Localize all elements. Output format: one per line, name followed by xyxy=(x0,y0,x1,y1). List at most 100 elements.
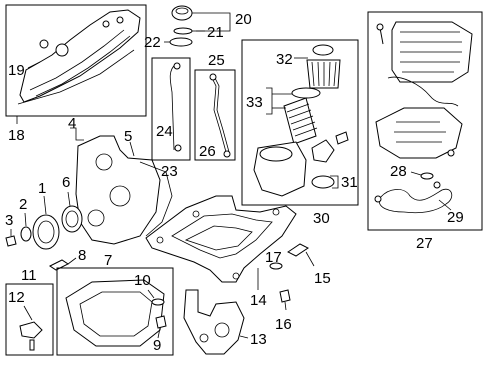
leader-29 xyxy=(438,199,452,211)
cover-boss xyxy=(109,185,131,207)
callout-15: 15 xyxy=(314,270,331,287)
callout-2: 2 xyxy=(19,196,27,213)
timing-cover xyxy=(75,135,161,245)
valve-cover-gasket xyxy=(17,49,135,105)
crank-seal-inner xyxy=(65,210,79,228)
cooler-bolt xyxy=(379,27,384,45)
drain-plug xyxy=(279,289,291,303)
cooler-fins xyxy=(400,31,462,73)
pan-seal-ring xyxy=(151,298,165,306)
filter-cap-top xyxy=(312,44,334,56)
filter-cap xyxy=(306,59,341,89)
callout-18: 18 xyxy=(8,127,25,144)
pulley-bolt xyxy=(5,235,17,247)
callout-30: 30 xyxy=(313,210,330,227)
callout-25: 25 xyxy=(208,52,225,69)
pump-bolt-hole xyxy=(199,333,209,343)
callout-10: 10 xyxy=(134,272,151,289)
valve-cover-frame xyxy=(5,4,147,117)
oil-pump-group: 13 xyxy=(183,289,267,355)
callout-21: 21 xyxy=(207,24,224,41)
part-8-group: 8 xyxy=(49,247,86,271)
tube-bolt xyxy=(223,150,231,158)
pan-well xyxy=(184,225,253,251)
lower-pan-frame xyxy=(56,267,174,356)
crank-pulley xyxy=(32,214,60,250)
pan-bolt-hole xyxy=(156,236,164,244)
tube-frame xyxy=(194,69,236,161)
callout-17: 17 xyxy=(265,249,282,266)
crank-seal xyxy=(61,205,83,233)
cooler-base xyxy=(375,107,463,159)
drain-clip xyxy=(287,243,309,257)
pan-bolt-hole xyxy=(192,210,200,218)
oil-cooler-frame xyxy=(367,11,483,231)
pan-bolt-hole xyxy=(272,208,280,216)
cover-gasket xyxy=(139,161,173,237)
leader-6 xyxy=(67,191,71,207)
leader-19 xyxy=(27,61,41,69)
leader-1 xyxy=(43,195,47,215)
callout-33: 33 xyxy=(246,94,263,111)
pan-drain-plug xyxy=(155,315,167,329)
callout-9: 9 xyxy=(153,337,161,354)
leader-10 xyxy=(147,289,155,299)
cover-bolt xyxy=(102,20,110,28)
cover-boss xyxy=(95,153,113,171)
filter-pleats xyxy=(286,103,318,137)
callout-32: 32 xyxy=(276,51,293,68)
callout-31: 31 xyxy=(341,174,358,191)
dipstick-handle xyxy=(173,62,181,70)
filter-oring xyxy=(291,87,321,99)
oil-filter-frame xyxy=(241,39,359,206)
base-gasket xyxy=(378,188,453,214)
timing-cover-group: 4 5 6 1 2 3 xyxy=(5,115,173,250)
leader-5 xyxy=(129,141,135,157)
cooler-gasket xyxy=(387,76,459,107)
leader-28 xyxy=(410,171,422,176)
callout-7: 7 xyxy=(104,252,112,269)
callout-5: 5 xyxy=(124,128,132,145)
pulley-washer xyxy=(20,226,32,242)
cooler-base-detail xyxy=(394,121,446,143)
oil-cooler-group: 28 29 27 xyxy=(367,11,483,252)
cover-boss xyxy=(87,209,105,227)
dipstick-seal xyxy=(174,144,182,152)
oil-filter-group: 32 33 31 30 xyxy=(241,39,359,227)
leader-16 xyxy=(284,301,287,311)
callout-4: 4 xyxy=(68,115,76,132)
leader-33 xyxy=(266,87,273,115)
callout-27: 27 xyxy=(416,235,433,252)
callout-11: 11 xyxy=(21,267,37,284)
cover-bolt xyxy=(116,16,124,24)
leader-4 xyxy=(70,127,84,141)
pan-inner xyxy=(171,213,273,259)
valve-cover xyxy=(19,9,141,103)
callout-24: 24 xyxy=(156,123,173,140)
callout-3: 3 xyxy=(5,212,13,229)
dipstick-tube-edge xyxy=(214,77,230,153)
lower-pan-inner xyxy=(79,291,153,337)
leader-8 xyxy=(67,257,77,265)
tube-fitting xyxy=(209,73,217,81)
crank-pulley-hub xyxy=(37,220,55,244)
callout-29: 29 xyxy=(447,209,464,226)
leader-9 xyxy=(157,327,161,339)
oil-level-sensor xyxy=(19,321,43,339)
callout-22: 22 xyxy=(144,34,161,51)
dipstick-frame xyxy=(151,57,191,161)
leader-13 xyxy=(239,335,249,339)
gasket-bolt xyxy=(433,181,441,189)
seal-ring xyxy=(420,172,434,180)
upper-oil-pan xyxy=(145,195,297,283)
drain-washer xyxy=(269,262,283,270)
callout-14: 14 xyxy=(250,292,267,309)
callout-19: 19 xyxy=(8,62,25,79)
lower-oil-pan-group: 7 10 9 xyxy=(56,252,174,356)
oil-sensor-group: 12 11 xyxy=(5,267,54,356)
callout-23: 23 xyxy=(161,163,178,180)
filler-cap-group: 20 21 22 xyxy=(144,5,252,51)
cap-seal xyxy=(173,27,193,35)
thermostat xyxy=(311,139,335,163)
callout-16: 16 xyxy=(275,316,292,333)
